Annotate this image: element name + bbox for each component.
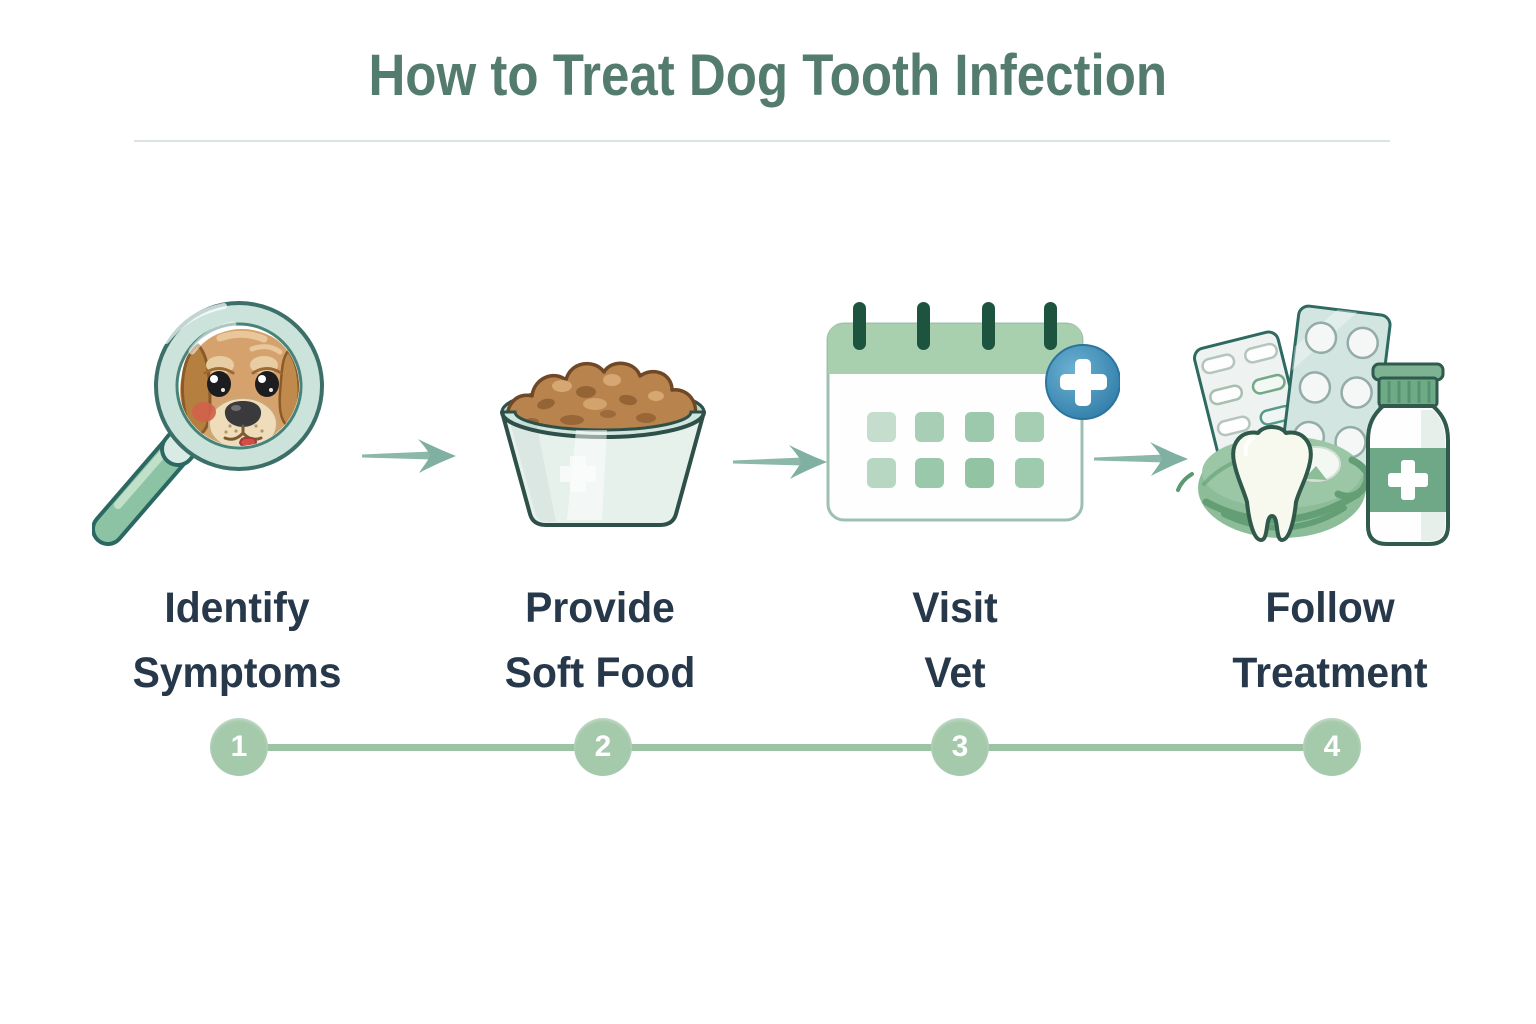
step-label-line2: Vet bbox=[924, 649, 986, 697]
step-number: 3 bbox=[951, 730, 969, 763]
step-label-identify-symptoms: Identify Symptoms bbox=[28, 576, 446, 706]
medication-icon bbox=[1176, 304, 1450, 546]
step-label-visit-vet: Visit Vet bbox=[746, 576, 1164, 706]
arrow-right-icon bbox=[733, 445, 827, 479]
step-label-line2: Treatment bbox=[1232, 649, 1428, 697]
arrow-right-icon bbox=[1094, 442, 1188, 476]
soft-food-bowl-icon bbox=[500, 361, 706, 527]
step-label-line1: Identify bbox=[164, 584, 310, 632]
step-label-follow-treatment: Follow Treatment bbox=[1121, 576, 1536, 706]
magnifier-dog-icon bbox=[92, 301, 324, 546]
arrow-right-icon bbox=[362, 439, 456, 473]
step-label-line1: Follow bbox=[1265, 584, 1395, 632]
step-label-line2: Symptoms bbox=[132, 649, 342, 697]
step-label-provide-soft-food: Provide Soft Food bbox=[391, 576, 809, 706]
step-number: 1 bbox=[230, 730, 248, 763]
step-number-badge-1: 1 bbox=[210, 718, 268, 776]
timeline-connector bbox=[239, 744, 1332, 751]
step-label-line1: Visit bbox=[912, 584, 998, 632]
calendar-vet-icon bbox=[826, 302, 1120, 522]
page-title: How to Treat Dog Tooth Infection bbox=[0, 42, 1536, 109]
title-divider bbox=[134, 140, 1390, 142]
step-label-line2: Soft Food bbox=[504, 649, 696, 697]
step-number-badge-3: 3 bbox=[931, 718, 989, 776]
step-label-line1: Provide bbox=[525, 584, 675, 632]
page-title-text: How to Treat Dog Tooth Infection bbox=[368, 43, 1168, 108]
step-number-badge-2: 2 bbox=[574, 718, 632, 776]
step-number: 2 bbox=[594, 730, 612, 763]
step-number: 4 bbox=[1323, 730, 1341, 763]
step-number-badge-4: 4 bbox=[1303, 718, 1361, 776]
